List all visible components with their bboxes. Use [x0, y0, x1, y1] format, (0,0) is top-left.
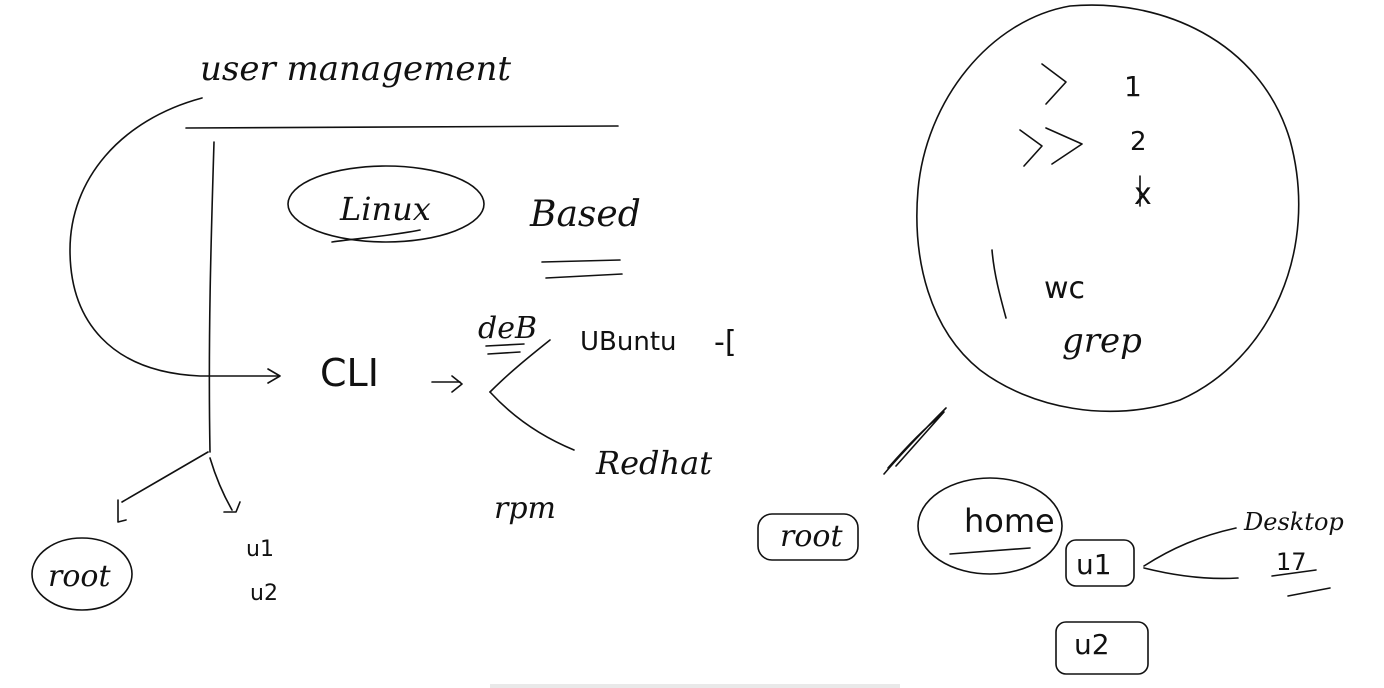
home-underline [949, 547, 1031, 555]
redirect-double-b [1045, 127, 1083, 165]
redhat-label: Redhat [595, 444, 712, 482]
root-left-bubble [31, 537, 133, 611]
home-label: home [964, 502, 1055, 540]
grep-label: grep [1062, 321, 1142, 361]
desktop-underline-2 [1287, 587, 1331, 597]
wc-label: wc [1044, 271, 1085, 306]
redirect-double-a [1019, 129, 1043, 167]
rpm-label: rpm [494, 491, 556, 526]
bottom-edge-bar [490, 684, 900, 688]
u1-branch-lower [1143, 567, 1239, 580]
pipe-symbol [991, 249, 1007, 319]
desktop-underline-1 [1271, 569, 1317, 577]
based-underline-1 [541, 259, 621, 263]
redirect-single-num: 1 [1124, 70, 1142, 103]
root-box [757, 513, 859, 561]
linux-underline [331, 229, 421, 243]
crossed-symbol: x [1134, 177, 1152, 212]
arc-to-cli [69, 97, 279, 377]
redirection-circle-section: 1 2 x wc grep [883, 4, 1300, 475]
distro-branch-upper [489, 339, 551, 393]
root-left-label: root [48, 559, 111, 594]
home-bubble [917, 477, 1063, 575]
deb-label: deB [478, 311, 537, 346]
directory-tree-section: root home u1 u2 Desktop 17 [757, 477, 1344, 675]
scribble-connector [883, 407, 947, 475]
stem-split-right [209, 457, 233, 511]
vertical-stem [208, 141, 215, 453]
title-underline [185, 125, 619, 129]
stem-split-left-tick [117, 499, 127, 523]
u2-box-label: u2 [1074, 628, 1110, 661]
deb-underline-1 [485, 343, 525, 347]
linux-label: Linux [339, 190, 431, 228]
u1-left-label: u1 [246, 537, 274, 562]
user-management-section: user management Linux Based CLI deB UBun… [31, 49, 737, 611]
u2-box [1055, 621, 1149, 675]
title-user-management: user management [200, 49, 511, 89]
stem-split-left [121, 451, 209, 503]
based-underline-2 [545, 273, 623, 279]
redirect-single-symbol [1041, 63, 1067, 105]
linux-bubble [287, 165, 485, 243]
desktop-label: Desktop [1243, 508, 1344, 536]
u1-box [1065, 539, 1135, 587]
u1-box-label: u1 [1076, 548, 1112, 581]
cli-label: CLI [320, 351, 379, 395]
redirect-double-num: 2 [1130, 127, 1147, 157]
distro-branch-lower [489, 391, 575, 451]
deb-underline-2 [487, 351, 521, 355]
ubuntu-label: UBuntu [580, 327, 677, 357]
u2-left-label: u2 [250, 581, 278, 606]
cli-arrow-head [451, 375, 463, 393]
ubuntu-suffix: -[ [714, 325, 737, 360]
stem-split-right-head [223, 501, 241, 513]
u1-branch-upper [1143, 527, 1237, 567]
arc-arrow-head [267, 368, 281, 384]
based-label: Based [529, 194, 641, 235]
big-circle [916, 4, 1300, 413]
root-box-label: root [780, 519, 843, 554]
